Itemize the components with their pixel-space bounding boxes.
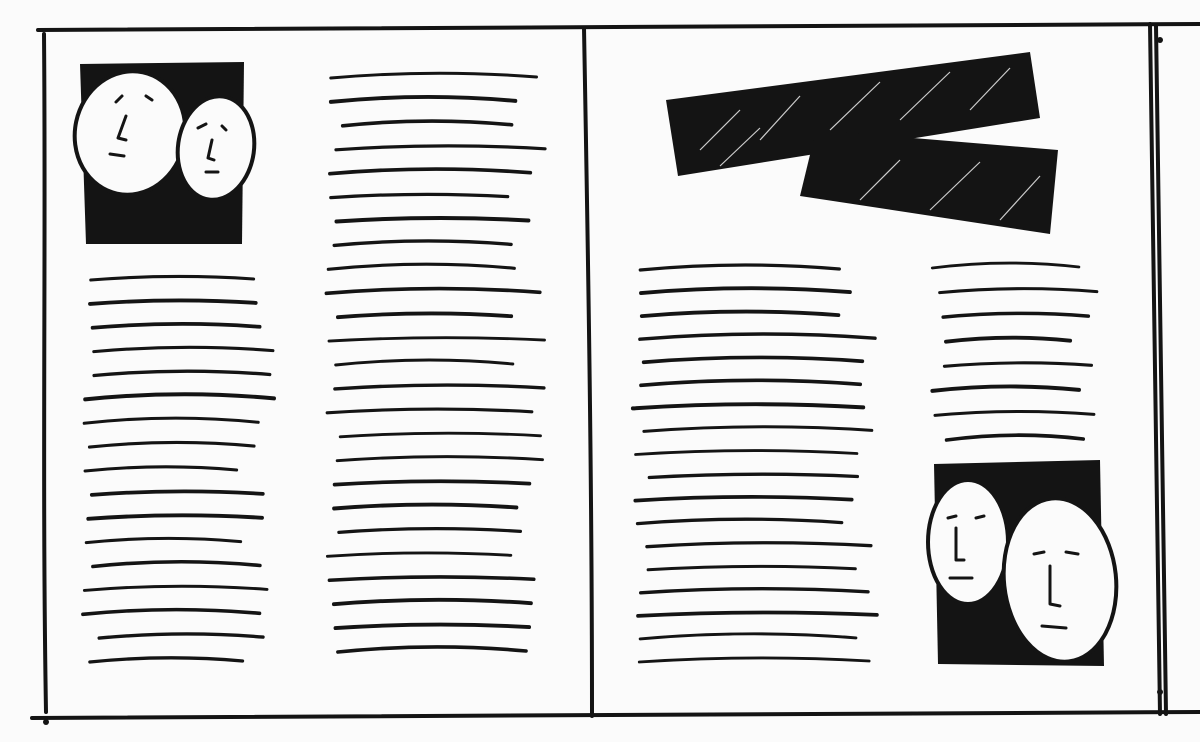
text-line [87,440,256,449]
text-line [933,409,1096,417]
text-line [944,433,1086,442]
text-line [82,416,260,425]
text-line [92,369,272,378]
text-line [92,345,275,354]
text-line [325,407,534,415]
text-line [337,526,523,535]
text-line [930,261,1081,270]
text-line [638,632,858,641]
text-line [334,216,531,224]
text-line [336,645,528,654]
text-line [97,632,265,640]
text-line [637,656,871,664]
text-line [328,94,518,104]
text-line [638,332,877,341]
text-line [642,425,874,433]
text-line [636,610,879,618]
text-line [942,361,1094,368]
text-line [327,575,536,583]
text-line [641,355,865,365]
text-line [83,465,239,473]
left-page [72,62,547,664]
text-line [332,239,513,248]
page-frame [30,22,1200,725]
two-faces-photo-icon [72,62,257,244]
text-line [930,384,1081,393]
headline-bar-1 [666,52,1040,176]
text-line [634,449,859,456]
text-line [333,622,532,631]
left-text-column-2 [324,71,547,654]
text-line [336,311,514,320]
two-faces-photo-icon [926,460,1119,666]
text-line [638,263,841,272]
text-line [327,336,546,343]
text-line [332,502,519,511]
text-line [639,378,863,388]
text-line [325,551,513,558]
headline-bar-2 [800,130,1058,234]
text-line [635,517,844,526]
text-line [88,656,245,664]
text-line [941,311,1091,319]
text-line [89,489,265,497]
text-line [331,597,533,607]
text-line [335,455,544,463]
text-line [646,564,857,572]
text-line [324,286,542,296]
text-line [90,322,262,330]
text-line [91,559,262,569]
text-line [89,274,256,282]
text-line [630,402,866,411]
text-line [329,192,510,200]
text-line [326,262,516,271]
right-text-column-1 [630,263,879,664]
text-line [638,587,870,595]
text-line [88,298,258,306]
text-line [333,383,546,391]
text-line [340,119,514,128]
text-line [647,472,860,480]
text-line [639,286,852,296]
left-text-column-1 [81,274,276,664]
right-page [630,52,1119,666]
text-line [334,358,515,367]
right-text-column-2 [930,261,1099,442]
text-line [82,584,269,592]
text-line [329,71,538,80]
text-line [328,167,533,176]
text-line [86,513,264,521]
text-line [938,287,1099,295]
headline-bars [666,52,1058,234]
text-line [332,479,532,487]
text-line [334,144,547,152]
text-line [645,541,873,549]
text-line [338,431,542,439]
text-line [81,607,262,617]
text-line [639,309,841,318]
text-line [944,335,1073,344]
text-line [633,495,854,503]
text-line [84,536,243,545]
text-line [83,392,276,402]
